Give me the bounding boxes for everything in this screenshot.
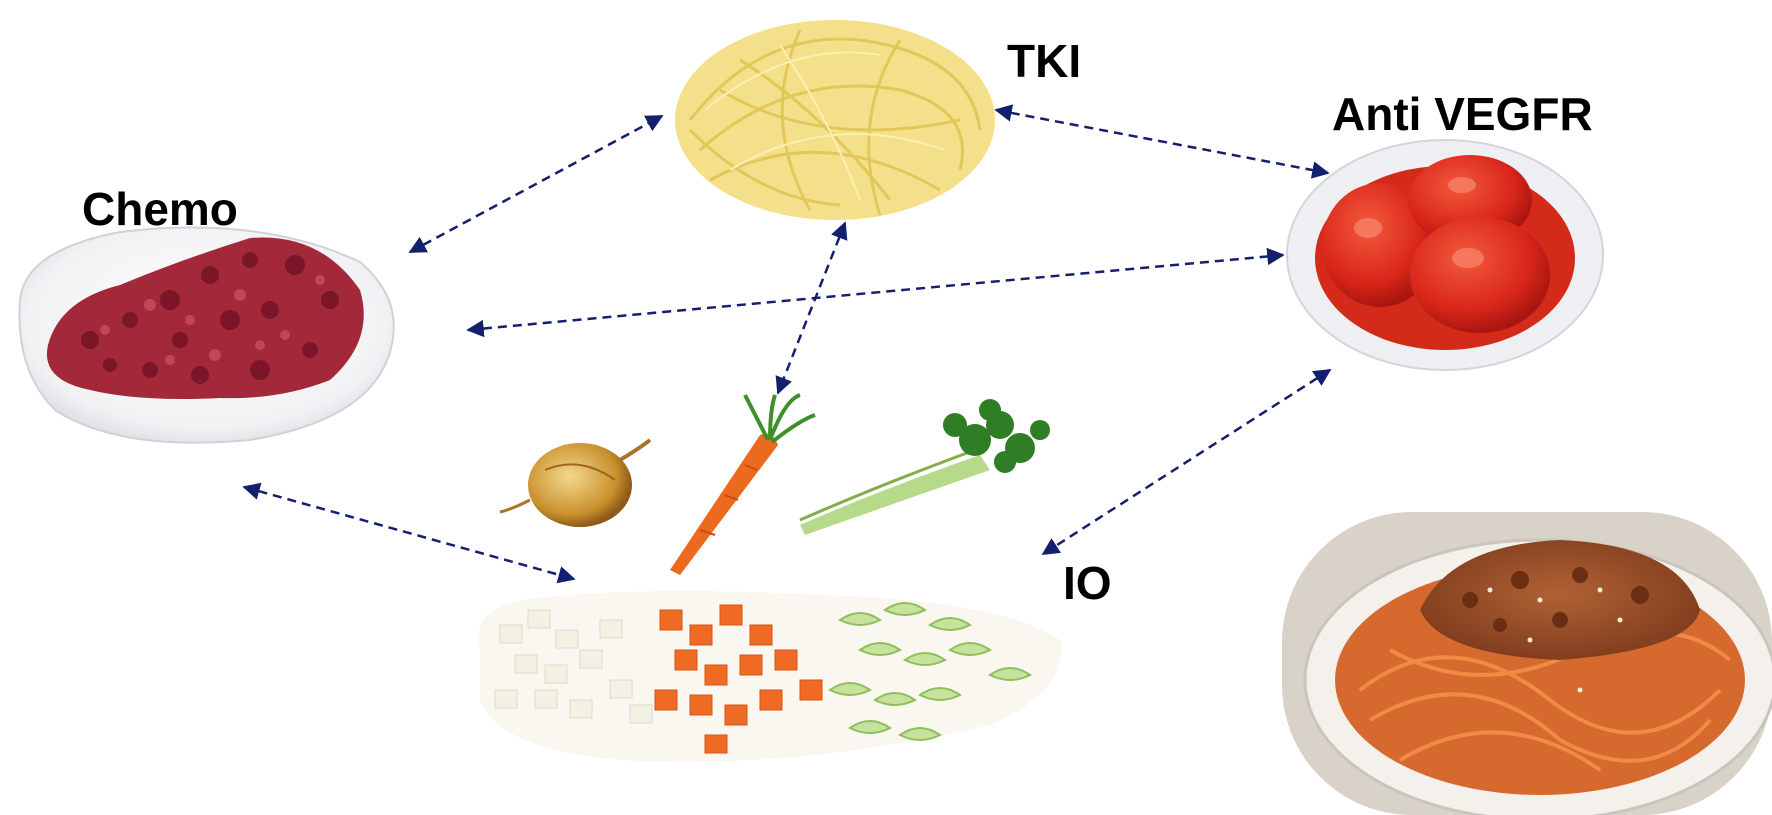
tagliatelle-bolognese-plate-icon [1282, 512, 1772, 815]
arrow-tki-anti-vegfr [996, 110, 1328, 173]
io-label: IO [1063, 560, 1112, 606]
tki-label: TKI [1007, 38, 1081, 84]
carrot-icon [670, 395, 815, 575]
arrow-tki-io [778, 223, 845, 393]
arrow-chemo-tki [410, 116, 662, 252]
vegetables-soffritto-icon [478, 395, 1061, 762]
celery-icon [800, 399, 1050, 535]
arrow-chemo-anti-vegfr [468, 255, 1283, 330]
ground-meat-plate-icon [19, 227, 393, 442]
arrow-chemo-io [244, 487, 574, 579]
tagliatelle-nest-icon [675, 20, 995, 220]
anti-vegfr-label: Anti VEGFR [1332, 91, 1593, 137]
arrow-anti-vegfr-io [1043, 370, 1330, 554]
onion-icon [500, 440, 650, 527]
chopped-vegetables-icon [478, 591, 1061, 762]
peeled-tomatoes-bowl-icon [1287, 140, 1603, 370]
chemo-label: Chemo [82, 186, 238, 232]
